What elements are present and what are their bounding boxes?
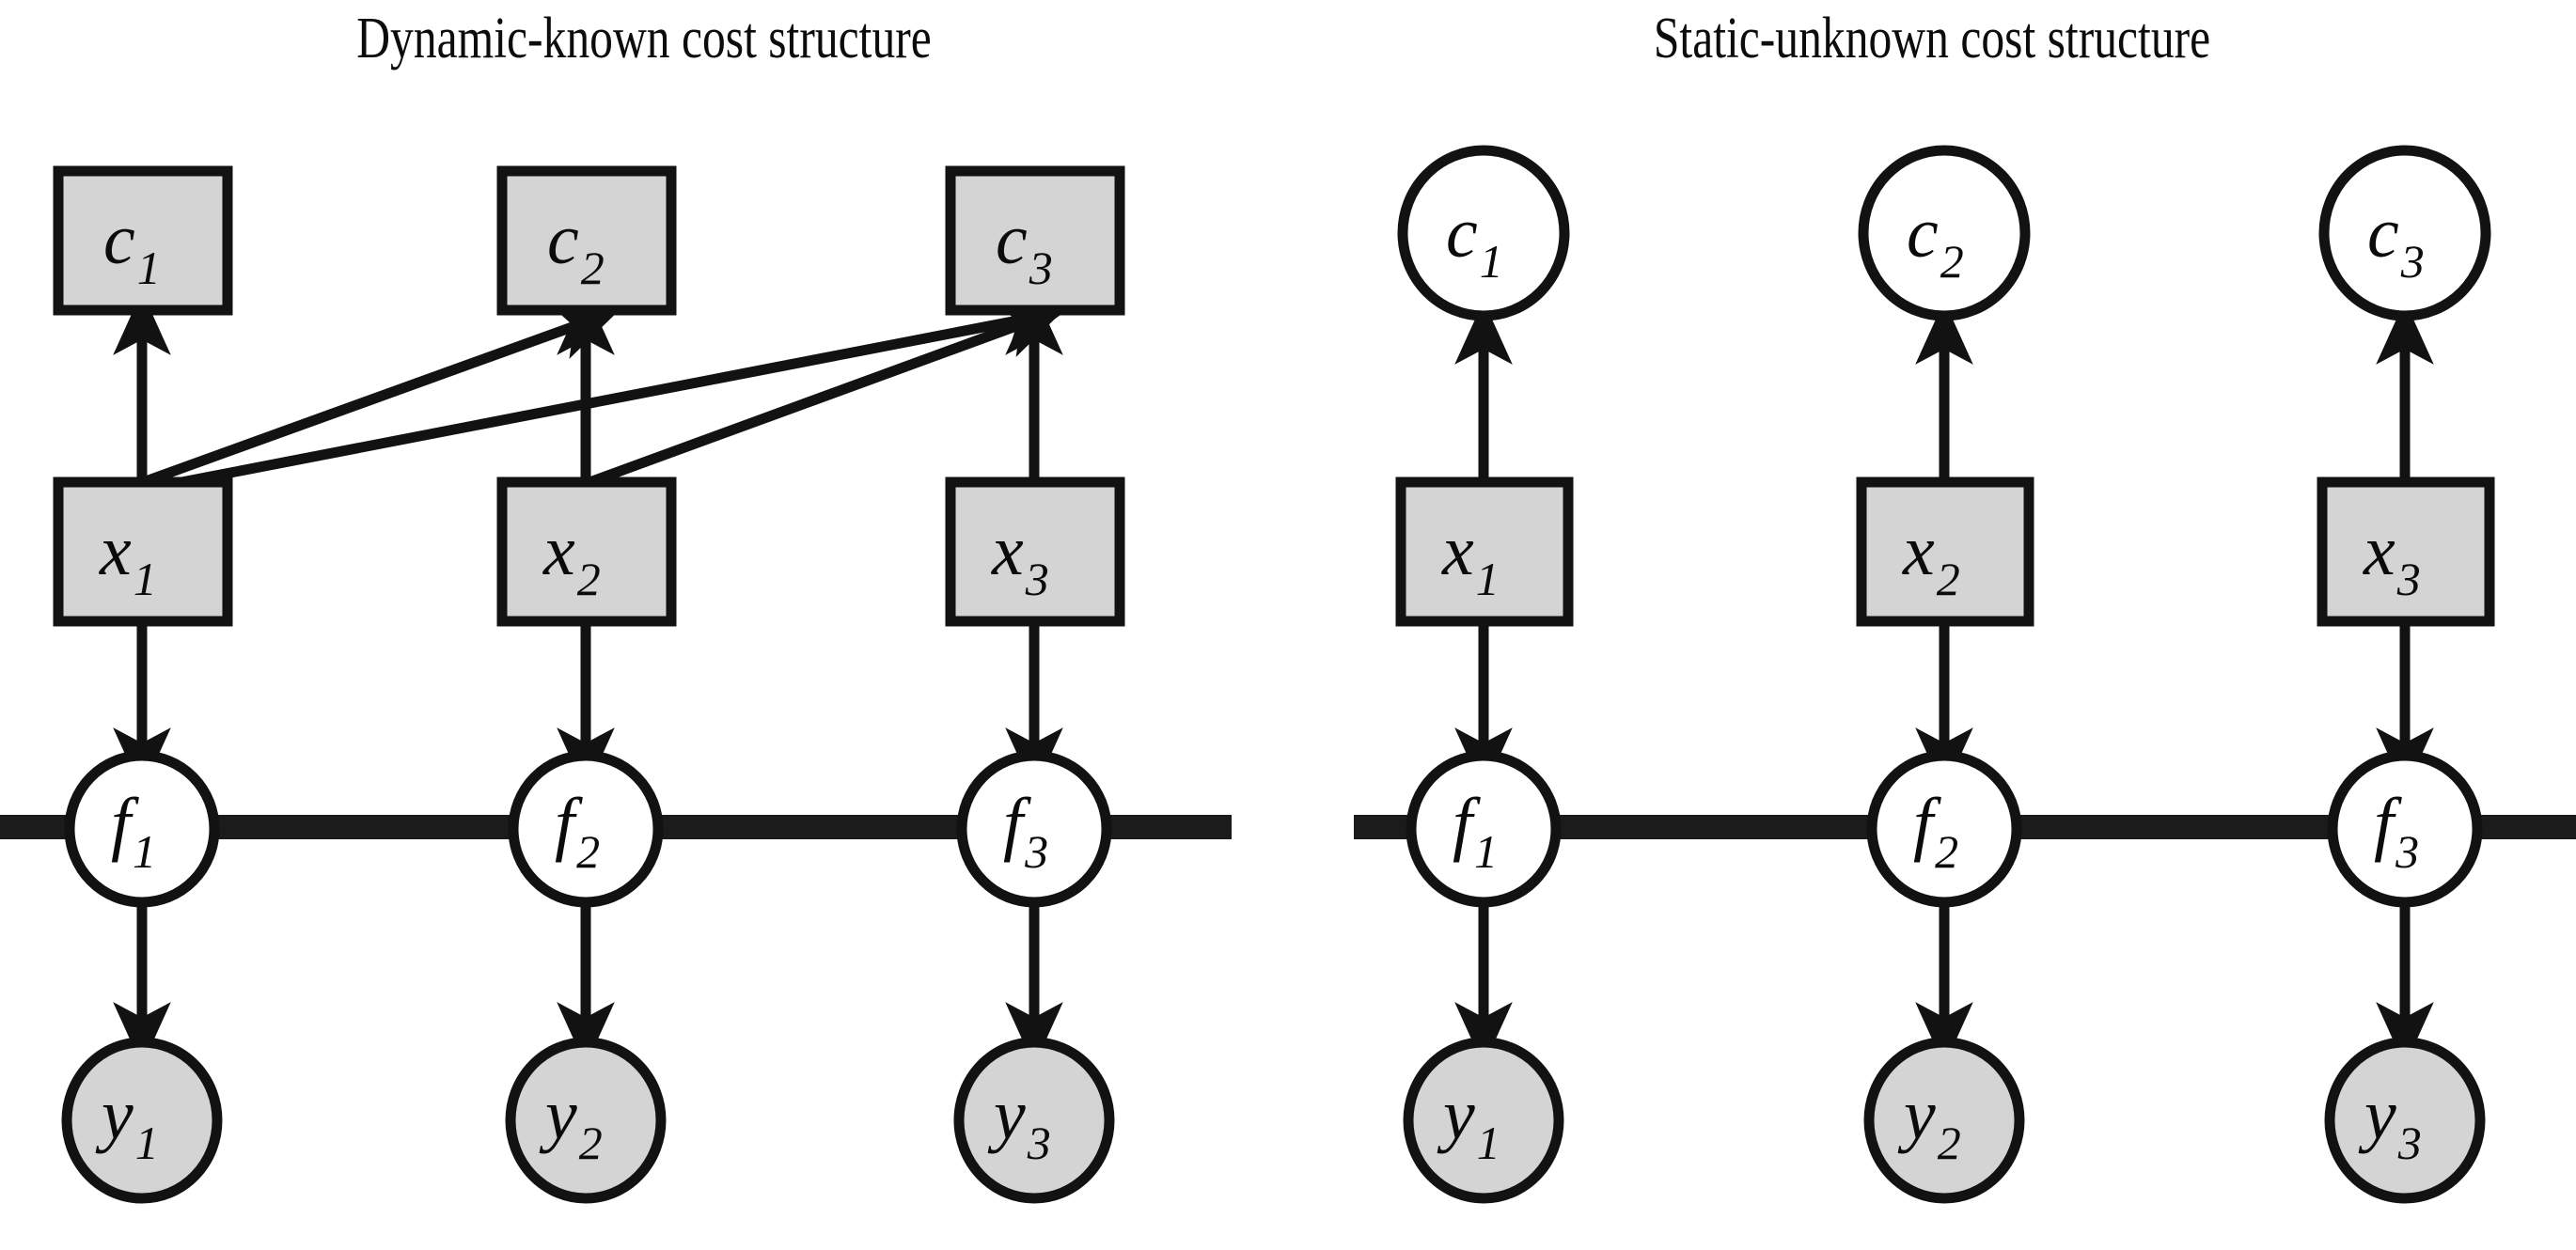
node-right-c1	[1397, 145, 1570, 321]
node-right-y1	[1403, 1037, 1564, 1204]
node-right-y2	[1863, 1037, 2025, 1204]
node-left-x1	[53, 477, 233, 627]
left-arrow-x1-c3	[146, 294, 1066, 494]
left-arrow-x2-c3	[590, 303, 1067, 487]
node-right-x2	[1856, 477, 2034, 627]
node-right-x3	[2317, 477, 2495, 627]
panel-title-dynamic-known: Dynamic-known cost structure	[356, 7, 932, 70]
node-left-f3	[956, 750, 1112, 908]
node-left-y2	[505, 1037, 667, 1204]
node-right-c3	[2318, 145, 2491, 321]
node-left-f2	[508, 750, 664, 908]
node-left-c1	[53, 165, 233, 316]
node-left-c3	[945, 165, 1125, 316]
node-left-y3	[953, 1037, 1115, 1204]
node-right-x1	[1395, 477, 1574, 627]
left-arrow-x1-c2	[144, 304, 620, 487]
node-right-y3	[2324, 1037, 2486, 1204]
node-right-f1	[1406, 750, 1562, 908]
node-left-y1	[61, 1037, 223, 1204]
panel-title-static-unknown: Static-unknown cost structure	[1653, 7, 2211, 70]
node-right-f3	[2327, 750, 2483, 908]
node-left-c2	[496, 165, 677, 316]
node-left-x2	[496, 477, 677, 627]
node-right-c2	[1858, 145, 2031, 321]
node-left-x3	[945, 477, 1125, 627]
node-left-f1	[64, 750, 220, 908]
node-right-f2	[1866, 750, 2022, 908]
